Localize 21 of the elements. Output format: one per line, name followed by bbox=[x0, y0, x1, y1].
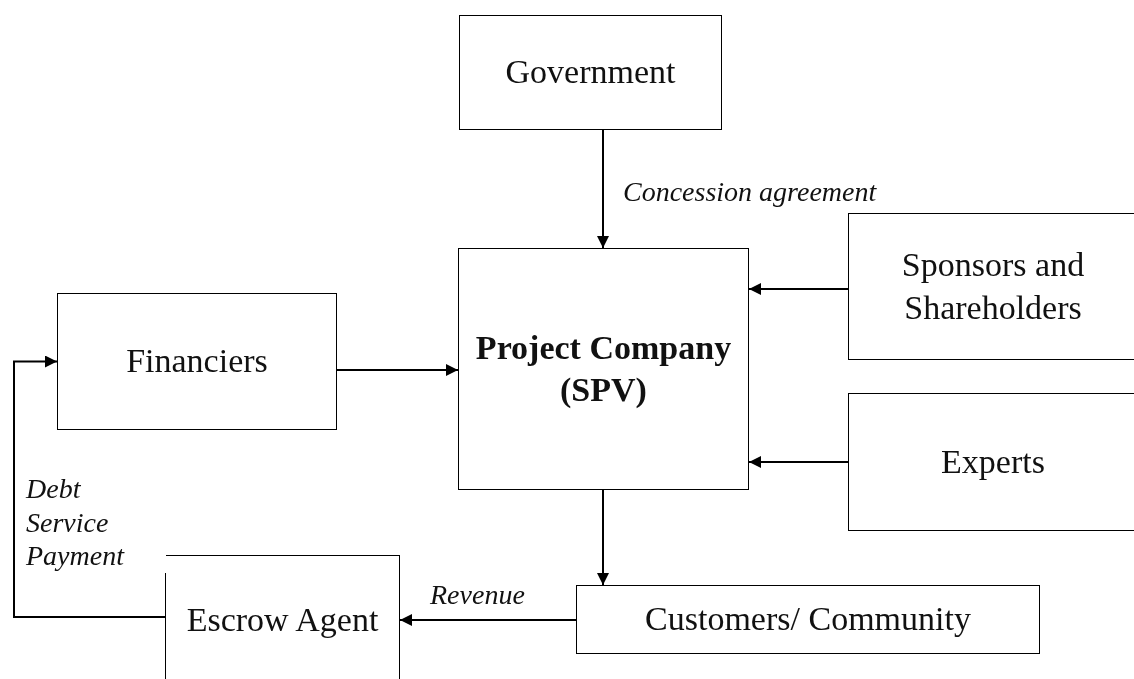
process-box bbox=[459, 15, 722, 130]
arrow bbox=[748, 456, 849, 468]
node-label: Experts bbox=[941, 441, 1045, 482]
arrow bbox=[597, 129, 609, 249]
arrow bbox=[336, 364, 459, 376]
node-label: Project Company (SPV) bbox=[474, 327, 733, 410]
process-box bbox=[57, 293, 337, 430]
node-label: Escrow Agent bbox=[186, 600, 379, 641]
node-label: Financiers bbox=[126, 341, 268, 382]
arrow bbox=[13, 355, 166, 618]
process-box bbox=[458, 248, 749, 490]
arrow bbox=[399, 614, 577, 626]
arrow bbox=[597, 489, 609, 586]
process-box bbox=[848, 213, 1134, 360]
arrow bbox=[748, 283, 849, 295]
process-box bbox=[576, 585, 1040, 654]
node-label: Sponsors and Shareholders bbox=[900, 245, 1086, 328]
node-label: Government bbox=[505, 52, 676, 93]
process-box bbox=[848, 393, 1134, 531]
node-label: Customers/ Community bbox=[645, 599, 971, 640]
process-box bbox=[165, 555, 400, 679]
